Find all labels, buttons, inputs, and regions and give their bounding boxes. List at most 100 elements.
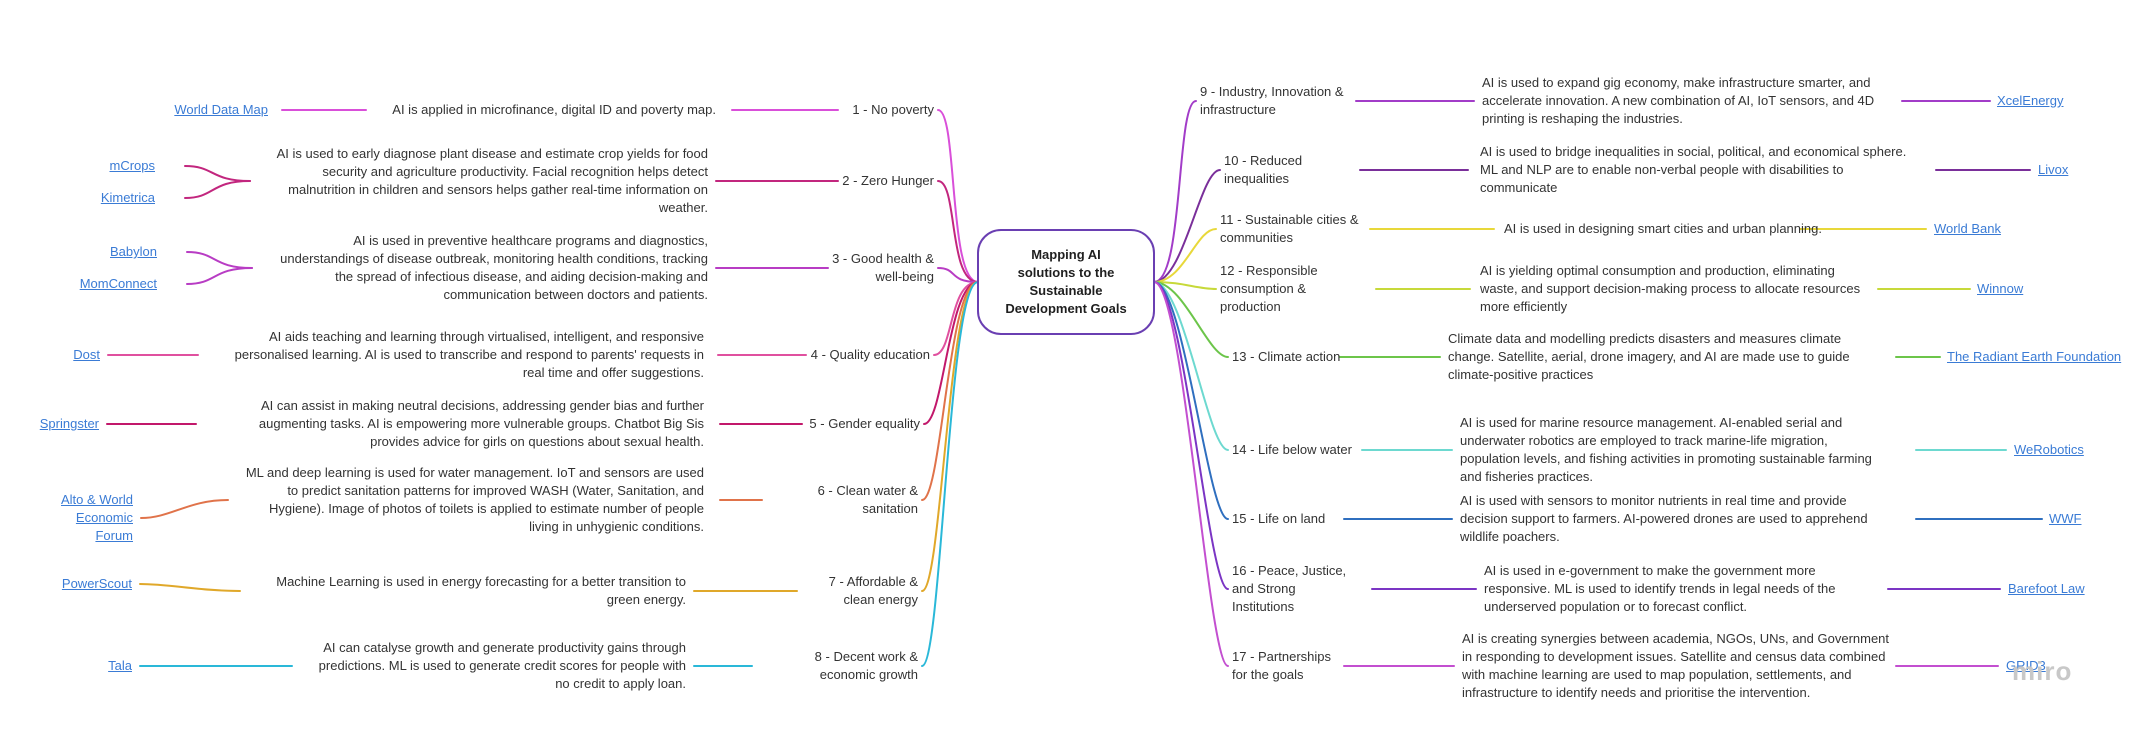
example-link-line: WWF	[2049, 511, 2082, 526]
goal-description-line: underwater robotics are employed to trac…	[1460, 433, 1828, 448]
example-link[interactable]: Tala	[108, 657, 132, 675]
goal-description: AI is used to expand gig economy, make i…	[1482, 74, 1874, 128]
goal-label-line: 8 - Decent work &	[814, 649, 918, 664]
goal-description-line: AI aids teaching and learning through vi…	[268, 329, 704, 344]
goal-description-line: change. Satellite, aerial, drone imagery…	[1448, 349, 1850, 364]
branch-connector	[1153, 281, 1217, 290]
goal-description-line: communicate	[1480, 180, 1558, 195]
goal-description: AI is used to bridge inequalities in soc…	[1480, 143, 1906, 197]
branch-connector	[921, 281, 979, 592]
example-link[interactable]: World Bank	[1934, 220, 2001, 238]
goal-label-line: infrastructure	[1200, 102, 1276, 117]
example-link[interactable]: PowerScout	[62, 575, 132, 593]
example-link[interactable]: Springster	[40, 415, 99, 433]
goal-label-line: 10 - Reduced	[1224, 153, 1303, 168]
example-link[interactable]: mCrops	[109, 157, 155, 175]
example-link-line: mCrops	[109, 158, 155, 173]
example-link-line: Kimetrica	[100, 190, 155, 205]
goal-description-line: in responding to development issues. Sat…	[1462, 649, 1886, 664]
goal-label-line: well-being	[875, 269, 934, 284]
example-link[interactable]: World Data Map	[174, 101, 268, 119]
goal-description: AI can catalyse growth and generate prod…	[319, 639, 686, 693]
example-link[interactable]: XcelEnergy	[1997, 92, 2063, 110]
example-link[interactable]: Alto & World Economic Forum	[61, 491, 133, 545]
goal-description-line: provides advice for girls on questions a…	[370, 434, 704, 449]
link-connector	[186, 251, 253, 269]
branch-connector	[1153, 228, 1217, 283]
goal-description-line: AI is used in e-government to make the g…	[1484, 563, 1816, 578]
link-connector	[186, 267, 253, 285]
goal-description-line: AI is used in designing smart cities and…	[1504, 221, 1822, 236]
link-connector	[184, 165, 251, 182]
example-link-line: PowerScout	[61, 576, 132, 591]
example-link-line: MomConnect	[79, 276, 157, 291]
goal-label-line: communities	[1220, 230, 1293, 245]
branch-connector	[923, 281, 979, 425]
example-link-line: Babylon	[110, 244, 157, 259]
branch-connector	[1153, 281, 1229, 358]
goal-description: ML and deep learning is used for water m…	[246, 464, 704, 536]
example-link[interactable]: Kimetrica	[101, 189, 155, 207]
goal-label-line: 1 - No poverty	[852, 102, 934, 117]
goal-description-line: ML and deep learning is used for water m…	[245, 465, 704, 480]
goal-description: AI is used in preventive healthcare prog…	[280, 232, 708, 304]
goal-description-line: AI can assist in making neutral decision…	[261, 398, 704, 413]
example-link[interactable]: The Radiant Earth Foundation	[1947, 348, 2121, 366]
goal-label: 4 - Quality education	[811, 346, 930, 364]
example-link-line: Winnow	[1977, 281, 2024, 296]
central-topic-node[interactable]: Mapping AI solutions to the Sustainable …	[977, 229, 1155, 335]
goal-description: AI is used with sensors to monitor nutri…	[1460, 492, 1868, 546]
example-link[interactable]: WWF	[2049, 510, 2081, 528]
goal-label-line: 11 - Sustainable cities &	[1220, 212, 1359, 227]
example-link-line: Barefoot Law	[2008, 581, 2085, 596]
goal-label: 14 - Life below water	[1232, 441, 1352, 459]
goal-description-line: and fisheries practices.	[1460, 469, 1593, 484]
goal-description-line: underserved population or to forecast co…	[1484, 599, 1748, 614]
example-link[interactable]: Livox	[2038, 161, 2068, 179]
example-link-line: The Radiant Earth Foundation	[1947, 349, 2122, 364]
goal-description-line: ML and NLP are to enable non-verbal peop…	[1480, 162, 1844, 177]
goal-label-line: economic growth	[819, 667, 918, 682]
goal-label: 11 - Sustainable cities & communities	[1220, 211, 1359, 247]
goal-label-line: 2 - Zero Hunger	[842, 173, 934, 188]
example-link[interactable]: WeRobotics	[2014, 441, 2084, 459]
example-link[interactable]: GRID3	[2006, 657, 2046, 675]
goal-description-line: understandings of disease outbreak, moni…	[280, 251, 708, 266]
example-link-line: WeRobotics	[2014, 442, 2084, 457]
goal-description-line: infrastructure to identify needs and pri…	[1462, 685, 1811, 700]
goal-label-line: 16 - Peace, Justice,	[1232, 563, 1347, 578]
goal-description-line: predictions. ML is used to generate cred…	[318, 658, 686, 673]
miro-watermark: miro	[2012, 656, 2073, 686]
goal-description: Climate data and modelling predicts disa…	[1448, 330, 1850, 384]
example-link[interactable]: MomConnect	[80, 275, 157, 293]
branch-connector	[937, 267, 979, 283]
goal-description-line: with machine learning are used to map po…	[1462, 667, 1852, 682]
goal-description-line: AI is applied in microfinance, digital I…	[392, 102, 716, 117]
goal-description: AI is yielding optimal consumption and p…	[1480, 262, 1860, 316]
goal-description-line: waste, and support decision-making proce…	[1480, 281, 1861, 296]
example-link-line: Dost	[73, 347, 100, 362]
goal-description-line: AI is used with sensors to monitor nutri…	[1460, 493, 1847, 508]
example-link-line: Forum	[95, 528, 133, 543]
goal-label: 8 - Decent work & economic growth	[815, 648, 918, 684]
goal-description-line: more efficiently	[1480, 299, 1568, 314]
example-link-line: World Bank	[1934, 221, 2001, 236]
goal-label: 15 - Life on land	[1232, 510, 1325, 528]
goal-label: 2 - Zero Hunger	[842, 172, 934, 190]
example-link[interactable]: Barefoot Law	[2008, 580, 2085, 598]
goal-description-line: AI is used to expand gig economy, make i…	[1482, 75, 1871, 90]
example-link[interactable]: Babylon	[110, 243, 157, 261]
goal-label-line: 12 - Responsible	[1220, 263, 1318, 278]
branch-connector	[1153, 281, 1229, 520]
goal-description: AI is used in e-government to make the g…	[1484, 562, 1835, 616]
goal-label-line: 3 - Good health &	[832, 251, 934, 266]
goal-description-line: AI is used to early diagnose plant disea…	[276, 146, 708, 161]
example-link[interactable]: Winnow	[1977, 280, 2023, 298]
goal-label-line: sanitation	[862, 501, 918, 516]
example-link[interactable]: Dost	[73, 346, 100, 364]
